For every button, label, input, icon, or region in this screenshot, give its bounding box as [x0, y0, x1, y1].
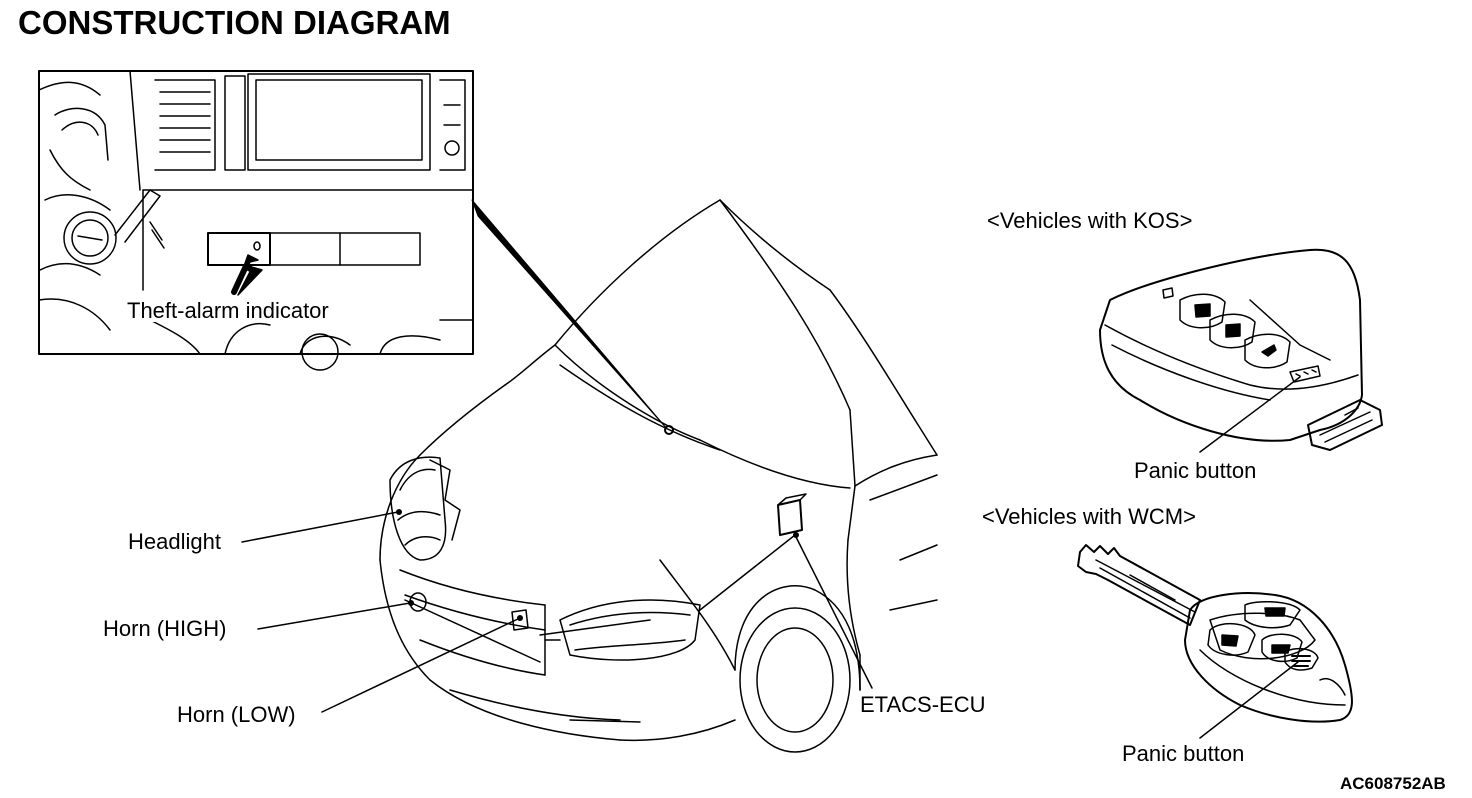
wcm-panic-button-label: Panic button — [1122, 741, 1245, 766]
theft-alarm-indicator-label: Theft-alarm indicator — [124, 300, 332, 322]
horn-high-label: Horn (HIGH) — [103, 616, 227, 641]
kos-key-illustration — [1099, 248, 1383, 451]
wcm-vehicles-label: <Vehicles with WCM> — [982, 504, 1196, 529]
headlight-label: Headlight — [128, 529, 221, 554]
diagram-title: CONSTRUCTION DIAGRAM — [18, 4, 451, 41]
kos-panic-leader — [1199, 376, 1301, 453]
inset-leader-wedge — [471, 199, 669, 431]
inset-panel-illustration — [38, 70, 474, 371]
horn-low-dot — [517, 615, 523, 621]
kos-vehicles-label: <Vehicles with KOS> — [987, 208, 1193, 233]
horn-low-leader — [321, 617, 521, 713]
wcm-key-illustration — [1077, 544, 1353, 723]
etacs-leader — [794, 534, 873, 689]
etacs-dot — [793, 532, 799, 538]
headlight-dot — [396, 509, 402, 515]
etacs-ecu-label: ETACS-ECU — [860, 692, 986, 717]
horn-high-dot — [408, 600, 414, 606]
headlight-leader — [241, 511, 399, 543]
kos-panic-button-label: Panic button — [1134, 458, 1257, 483]
vehicle-illustration — [379, 199, 938, 753]
wcm-panic-leader — [1199, 661, 1299, 739]
document-id: AC608752AB — [1340, 774, 1446, 793]
horn-high-leader — [257, 602, 411, 630]
horn-low-label: Horn (LOW) — [177, 702, 296, 727]
